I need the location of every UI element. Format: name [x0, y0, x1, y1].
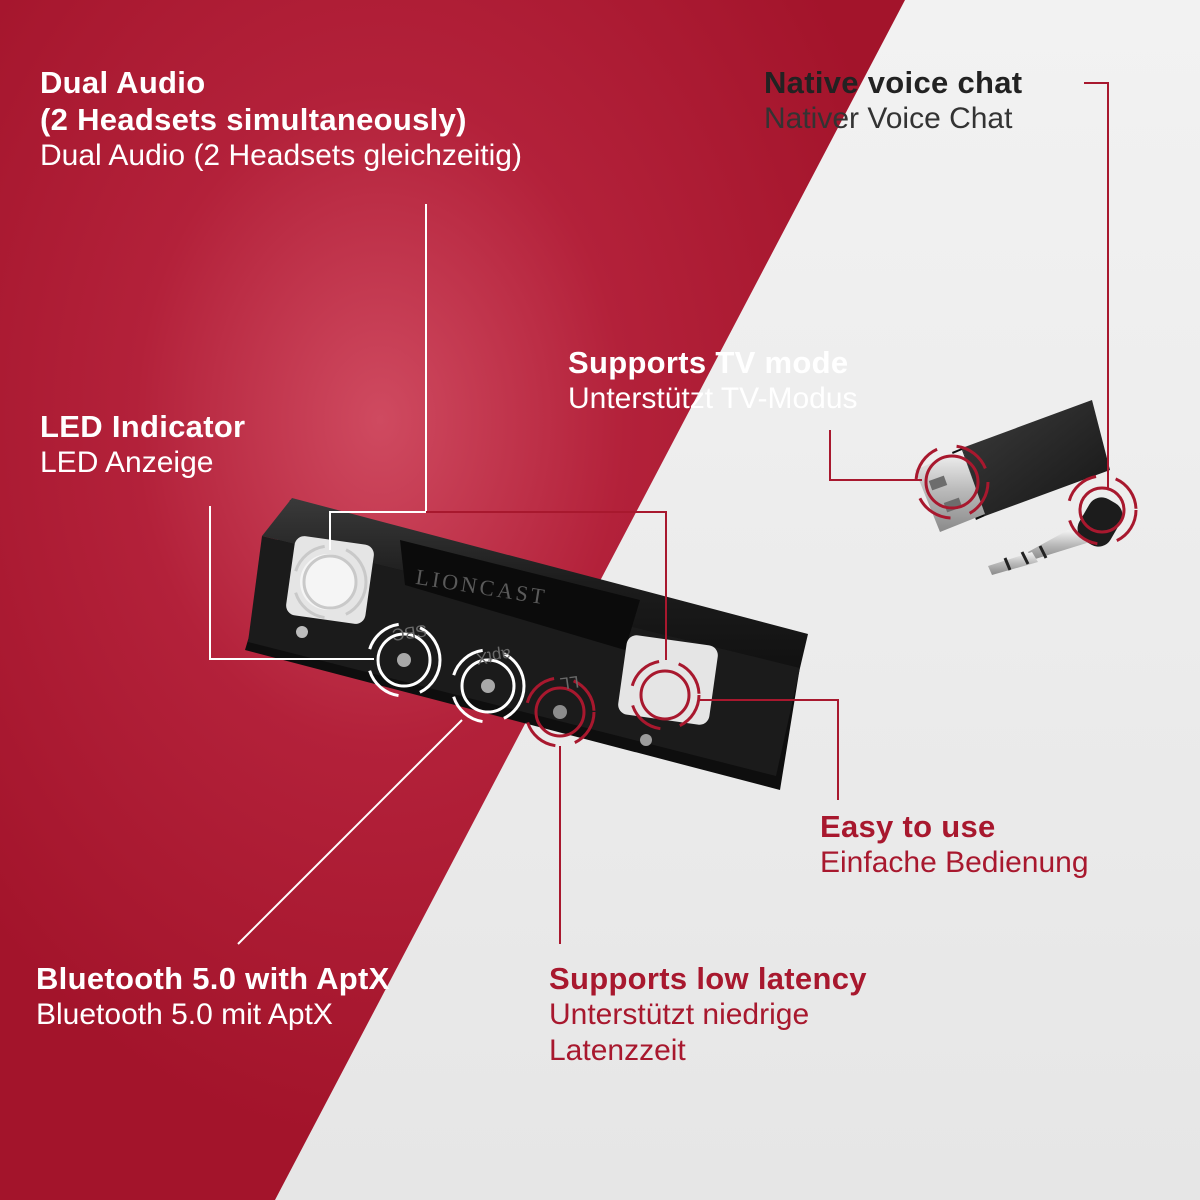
latency-subtitle-1: Unterstützt niedrige [549, 998, 810, 1032]
led-aptx [481, 679, 495, 693]
feature-led-indicator: LED Indicator LED Anzeige [40, 408, 245, 481]
easy-subtitle: Einfache Bedienung [820, 846, 1089, 880]
voice-chat-title: Native voice chat [764, 65, 1023, 100]
latency-title: Supports low latency [549, 961, 867, 996]
feature-bluetooth: Bluetooth 5.0 with AptX Bluetooth 5.0 mi… [36, 960, 390, 1033]
led-power [296, 626, 308, 638]
led-ll [553, 705, 567, 719]
left-button[interactable] [285, 535, 375, 625]
easy-title: Easy to use [820, 809, 996, 844]
led-right [640, 734, 652, 746]
led-subtitle: LED Anzeige [40, 446, 214, 480]
tv-mode-subtitle: Unterstützt TV-Modus [568, 382, 858, 416]
feature-easy-to-use: Easy to use Einfache Bedienung [820, 808, 1089, 881]
tv-mode-title: Supports TV mode [568, 345, 849, 380]
dual-audio-subtitle: Dual Audio (2 Headsets gleichzeitig) [40, 139, 522, 173]
right-button[interactable] [617, 634, 719, 726]
feature-tv-mode: Supports TV mode Unterstützt TV-Modus [568, 344, 858, 417]
usb-dongle [914, 400, 1110, 532]
bluetooth-title: Bluetooth 5.0 with AptX [36, 961, 390, 996]
led-sbc [397, 653, 411, 667]
dual-audio-title-2: (2 Headsets simultaneously) [40, 102, 467, 138]
feature-voice-chat: Native voice chat Nativer Voice Chat [764, 64, 1022, 137]
led-label-ll: LL [558, 671, 581, 694]
latency-subtitle-2: Latenzzeit [549, 1034, 686, 1068]
led-title: LED Indicator [40, 409, 246, 444]
feature-low-latency: Supports low latency Unterstützt niedrig… [549, 960, 867, 1069]
dual-audio-title-1: Dual Audio [40, 65, 206, 100]
bluetooth-subtitle: Bluetooth 5.0 mit AptX [36, 998, 333, 1032]
voice-chat-subtitle: Nativer Voice Chat [764, 102, 1013, 136]
feature-dual-audio: Dual Audio (2 Headsets simultaneously) D… [40, 64, 522, 174]
bluetooth-adapter [245, 498, 808, 790]
